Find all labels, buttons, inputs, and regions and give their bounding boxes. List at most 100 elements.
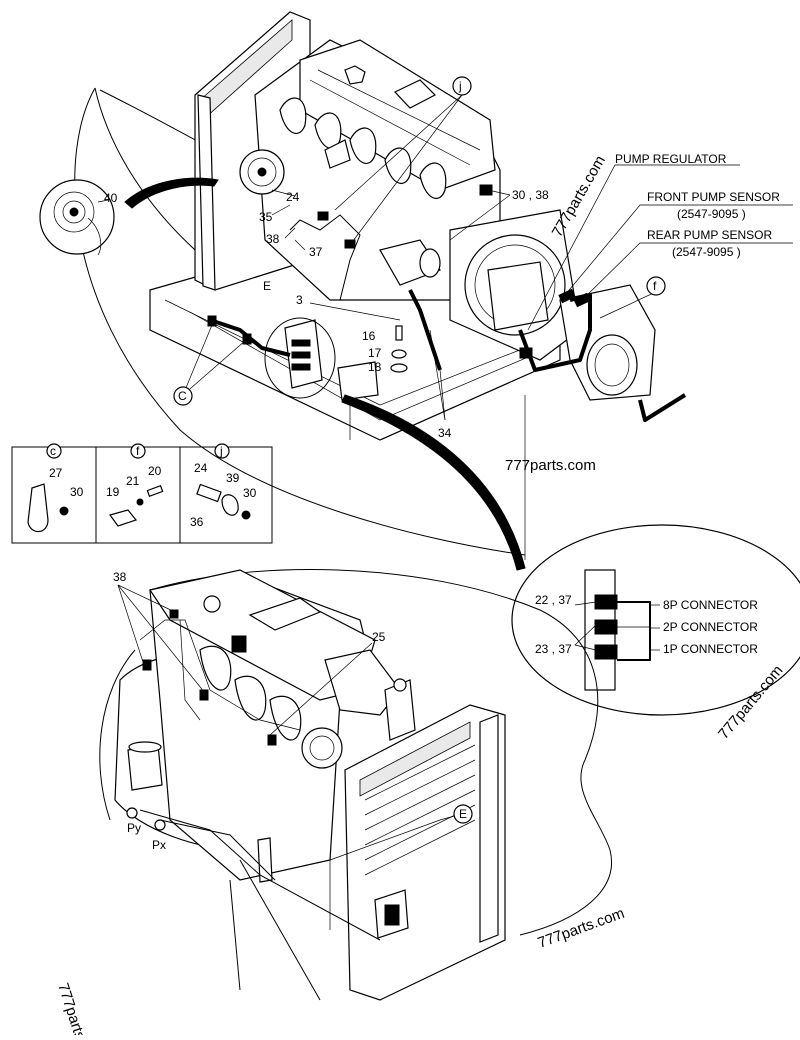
part-number-34: 34: [438, 426, 452, 440]
clamp: [479, 184, 493, 196]
detail-c-marker: [46, 443, 62, 459]
leader-38: [117, 584, 144, 663]
detail-j-marker: [214, 443, 230, 459]
detail-j-part-36: 36: [190, 515, 204, 529]
leader-c: [182, 339, 247, 396]
view-marker-e: [453, 804, 473, 824]
exhaust-manifold: [279, 97, 447, 200]
part-number-30-38: 30 , 38: [512, 188, 549, 202]
pipe: [229, 879, 241, 991]
part-number-23-37: 23 , 37: [535, 642, 572, 656]
connector: [291, 351, 311, 359]
leader-j: [334, 94, 463, 211]
leader-front-pump-sensor: [564, 204, 793, 296]
view-boundary-line: [149, 569, 612, 936]
leader-34: [439, 369, 446, 421]
sensor-label-py: Py: [127, 821, 141, 835]
detail-f-part-19: 19: [106, 485, 120, 499]
radiator-grille: [359, 721, 471, 797]
sensor-label-px: Px: [152, 838, 166, 852]
part-number-17: 17: [368, 346, 382, 360]
view-marker-c: [173, 386, 193, 406]
view-marker-j: [452, 76, 472, 96]
alternator-wire: [289, 214, 361, 301]
watermark: 777parts.com: [505, 457, 596, 474]
pump-regulator-label: PUMP REGULATOR: [615, 152, 727, 166]
leader-30-38: [449, 194, 511, 241]
leader-23-37: [574, 624, 597, 646]
view-marker-f: [646, 276, 666, 296]
view-marker-j-label: j: [458, 79, 462, 93]
watermark: 777parts.com: [54, 981, 98, 1035]
inset-arrow: [341, 394, 526, 571]
detail-f-part-21: 21: [126, 474, 140, 488]
connector-8p-label: 8P CONNECTOR: [663, 598, 758, 612]
wire-harness-bottom: [139, 619, 301, 731]
pressure-sensor-py: [126, 807, 138, 819]
connector: [291, 339, 311, 347]
pipe: [239, 859, 321, 1001]
alternator-detail-rotor: [62, 200, 86, 224]
leader-3: [309, 302, 401, 321]
detail-j-part-39: 39: [226, 471, 240, 485]
detail-c-title: c: [50, 444, 56, 458]
alternator-detail-body: [53, 191, 95, 233]
connector-inset-frame: [511, 524, 800, 716]
part-number-25: 25: [372, 630, 386, 644]
alternator-bottom: [301, 727, 343, 769]
lock-washer: [391, 349, 407, 359]
front-pump-sensor: [558, 288, 576, 304]
alternator-detail-circle: [39, 179, 115, 255]
clamp: [317, 211, 329, 221]
clamp: [344, 239, 356, 249]
pump-end-cap: [586, 334, 638, 396]
sensor: [169, 609, 179, 619]
clamp: [267, 734, 277, 746]
leader-22-37: [574, 601, 597, 606]
valve-cover-edge: [309, 79, 471, 166]
leader-rear-pump-sensor: [581, 242, 793, 301]
leader-38: [284, 227, 296, 239]
pressure-sensor-px: [154, 819, 166, 831]
exhaust-port: [199, 645, 232, 691]
detail-box-frame: [11, 446, 273, 544]
bolt-20: [146, 485, 164, 497]
starter-end: [419, 248, 441, 278]
alternator-bottom-ring: [309, 735, 335, 761]
exhaust-port: [234, 675, 267, 721]
view-marker-c-label: C: [178, 389, 187, 403]
washer: [390, 363, 408, 373]
leader-35: [271, 204, 291, 216]
leader-38: [117, 584, 206, 694]
radiator-side-tube: [479, 714, 499, 943]
exhaust-pipe: [394, 79, 437, 109]
coolant-cap: [393, 678, 407, 692]
rear-pump-sensor-partno: (2547-9095 ): [672, 245, 741, 259]
bracket-19: [109, 509, 138, 527]
detail-boxes: c 27 30 f 21 20 19 j 24 39 30 36: [11, 443, 273, 544]
grommet-36: [196, 483, 222, 503]
detail-arrow: [124, 177, 219, 209]
leader-pump-regulator: [527, 164, 740, 331]
clip-27: [27, 483, 49, 533]
top-engine-assembly: [74, 11, 793, 571]
bolt-30: [59, 506, 69, 516]
part-number-16: 16: [362, 329, 376, 343]
detail-c-part-27: 27: [49, 466, 63, 480]
connector-2p-label: 2P CONNECTOR: [663, 620, 758, 634]
frame-rail: [164, 299, 546, 406]
view-marker-e-label: E: [459, 807, 467, 821]
part-number-24: 24: [286, 190, 300, 204]
leader-37: [294, 239, 306, 251]
washer-21: [136, 498, 144, 506]
top-callouts: PUMP REGULATOR FRONT PUMP SENSOR (2547-9…: [173, 76, 780, 440]
connector-wire: [617, 601, 651, 661]
clamp: [519, 347, 533, 359]
view-label-e: E: [263, 279, 271, 293]
detail-f-marker: [130, 443, 146, 459]
clamp: [199, 689, 209, 701]
alternator-detail-shaft: [69, 207, 79, 217]
part-number-3: 3: [296, 293, 303, 307]
alternator-detail-wire: [87, 217, 102, 256]
